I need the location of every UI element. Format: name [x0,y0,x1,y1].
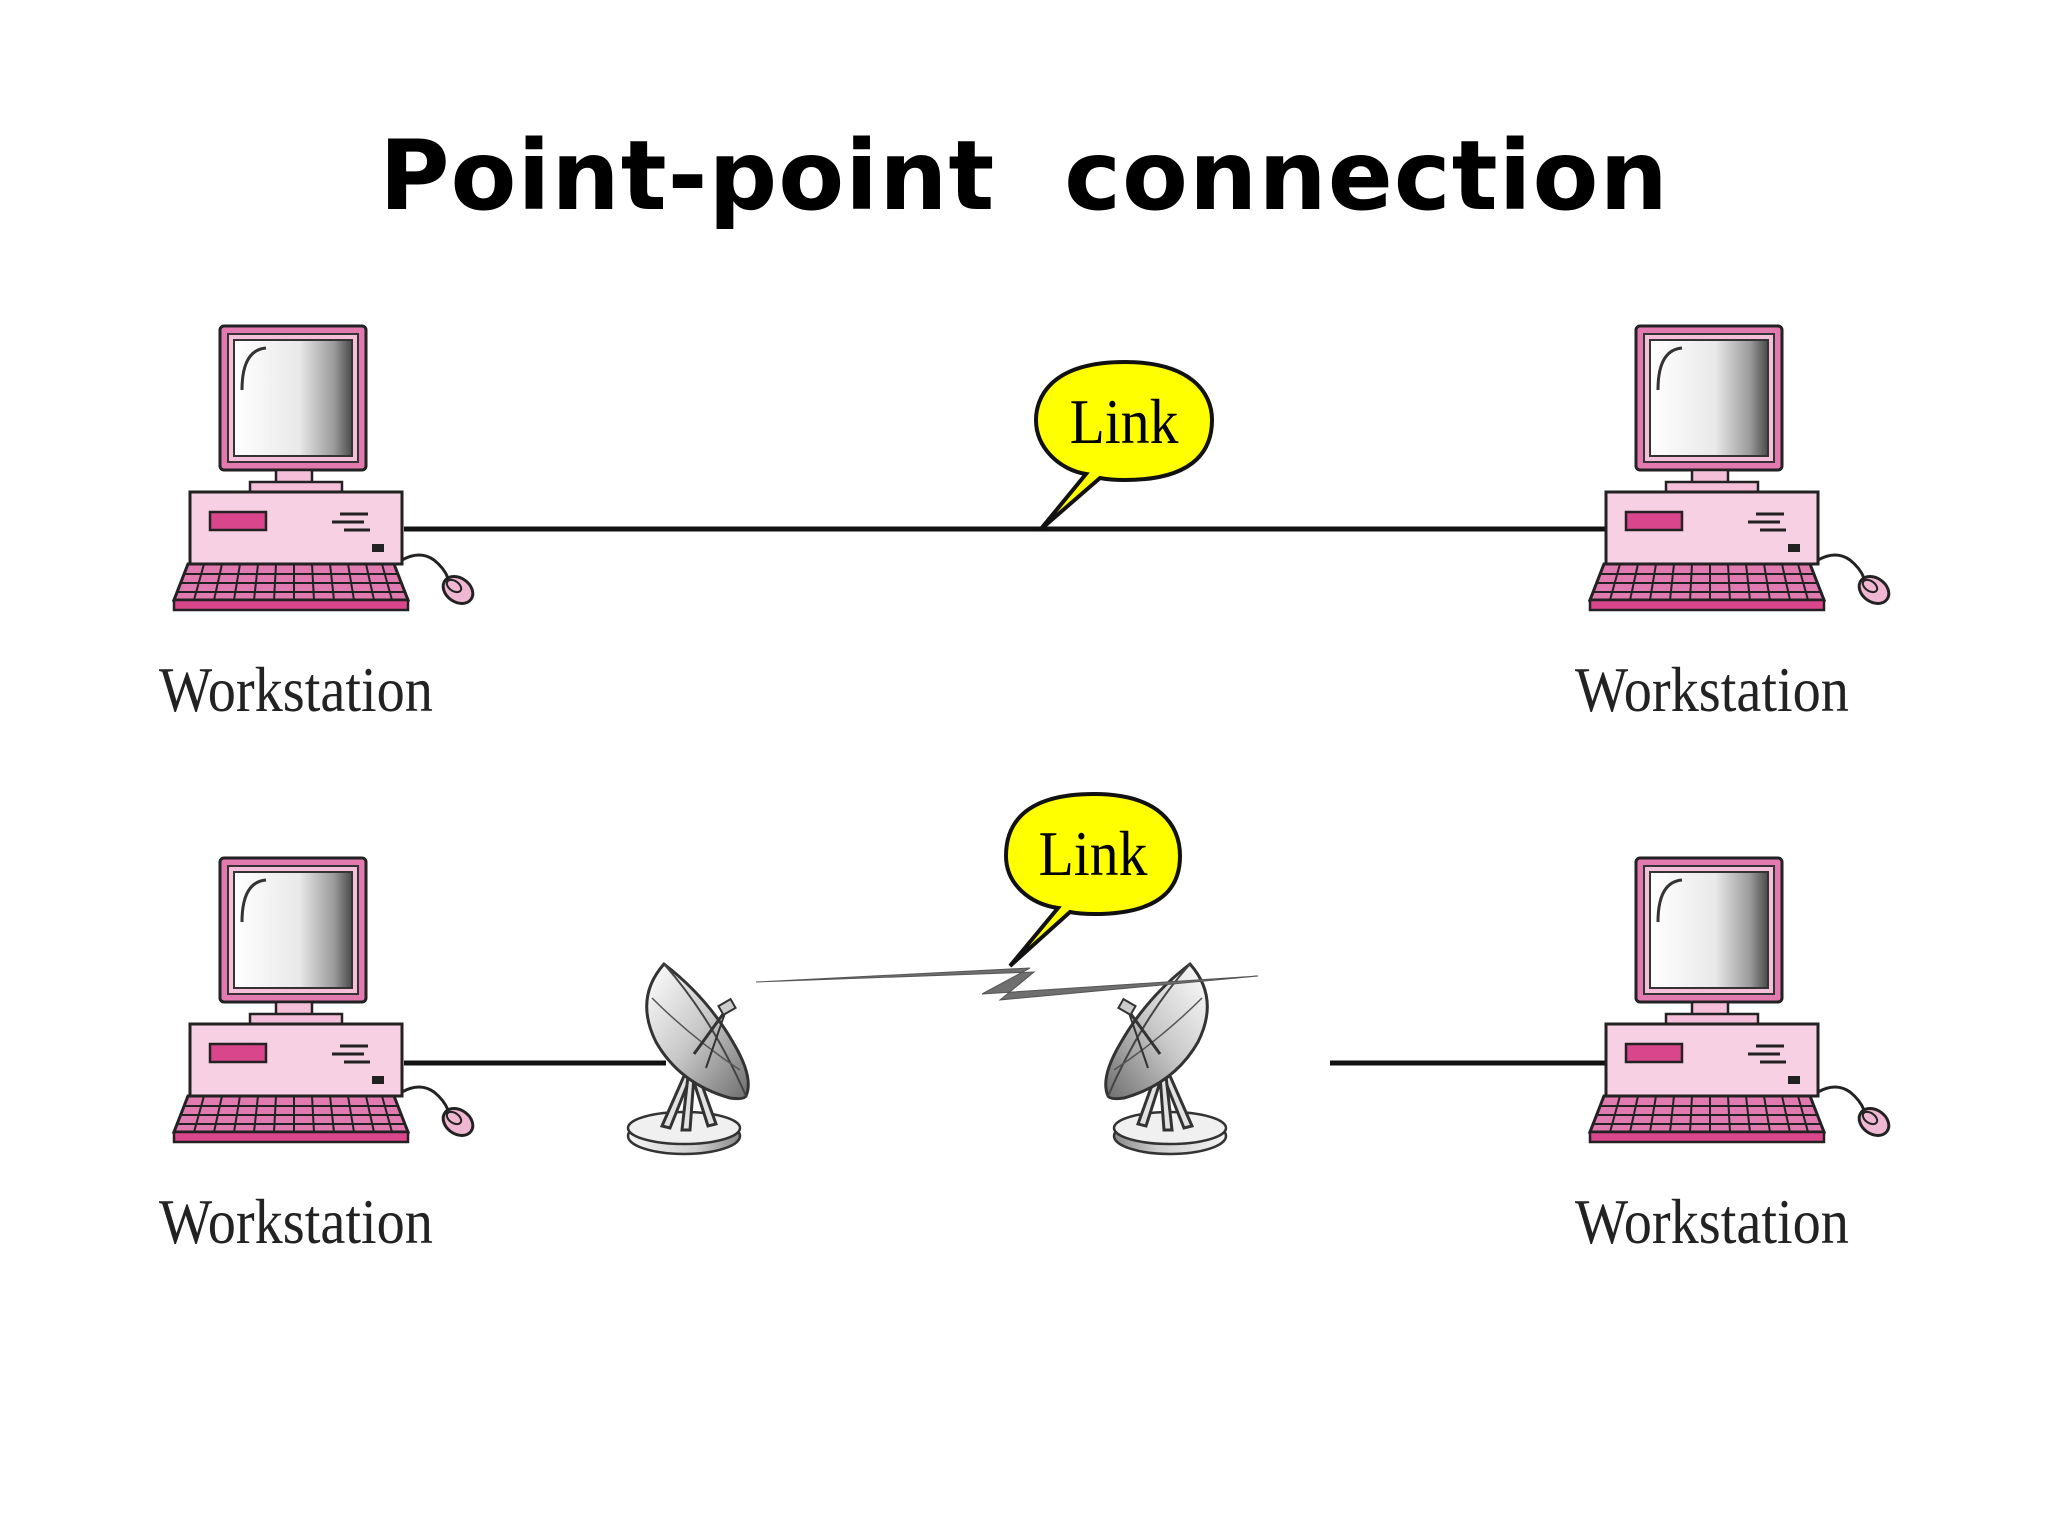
workstation-icon [172,856,480,1144]
link-label: Link [1038,818,1148,889]
satellite-dish-icon [626,962,750,1156]
link-label: Link [1069,386,1179,457]
workstation-icon [172,324,480,612]
workstation-label: Workstation [159,654,433,725]
page-title: Point-point connection [379,120,1669,232]
top-connection [172,324,1896,612]
wireless-signal [755,967,1259,1001]
workstation-icon [1588,856,1896,1144]
workstation-label: Workstation [1575,1186,1849,1257]
workstation-label: Workstation [159,1186,433,1257]
workstation-label: Workstation [1575,654,1849,725]
satellite-dish-icon [1104,962,1228,1156]
workstation-icon [1588,324,1896,612]
bottom-connection [172,791,1896,1156]
speech-bubble-icon [1003,791,1183,968]
speech-bubble-icon [1033,359,1215,532]
